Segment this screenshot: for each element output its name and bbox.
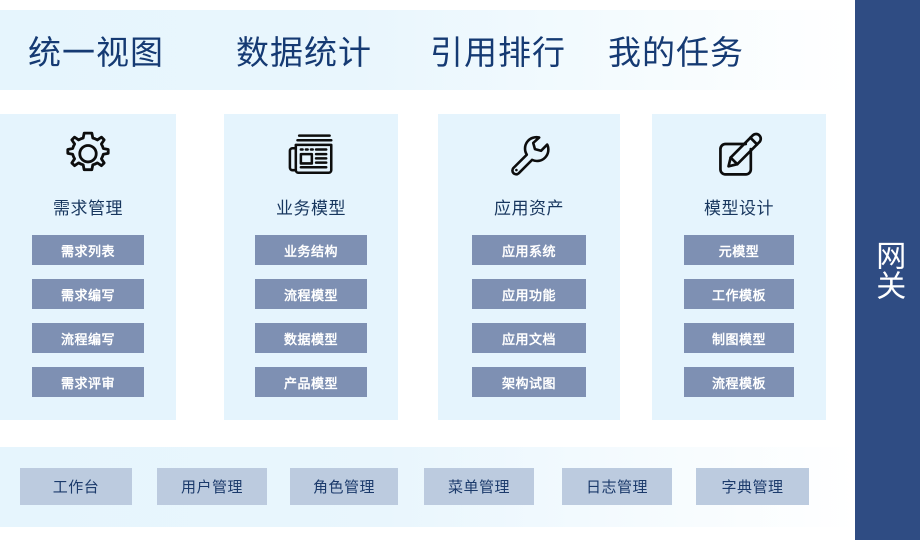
admin-button-user-management[interactable]: 用户管理 xyxy=(157,468,267,505)
admin-button-dictionary-management[interactable]: 字典管理 xyxy=(696,468,809,505)
admin-button-log-management[interactable]: 日志管理 xyxy=(562,468,672,505)
module-card-title: 业务模型 xyxy=(276,199,346,218)
module-button-work-template[interactable]: 工作模板 xyxy=(684,279,794,309)
module-card-title: 模型设计 xyxy=(704,199,774,218)
module-button-product-model[interactable]: 产品模型 xyxy=(255,367,367,397)
module-button-application-system[interactable]: 应用系统 xyxy=(472,235,586,265)
gateway-label: 网关 xyxy=(871,240,905,300)
module-button-process-authoring[interactable]: 流程编写 xyxy=(32,323,144,353)
module-button-requirement-authoring[interactable]: 需求编写 xyxy=(32,279,144,309)
admin-button-role-management[interactable]: 角色管理 xyxy=(290,468,398,505)
module-button-list: 应用系统 应用功能 应用文档 架构试图 xyxy=(472,235,586,397)
module-button-requirement-review[interactable]: 需求评审 xyxy=(32,367,144,397)
module-button-list: 需求列表 需求编写 流程编写 需求评审 xyxy=(32,235,144,397)
nav-item-my-tasks[interactable]: 我的任务 xyxy=(608,34,744,71)
module-button-list: 元模型 工作模板 制图模型 流程模板 xyxy=(684,235,794,397)
wrench-icon xyxy=(498,124,560,186)
module-button-drawing-model[interactable]: 制图模型 xyxy=(684,323,794,353)
module-button-requirement-list[interactable]: 需求列表 xyxy=(32,235,144,265)
module-card-application-assets[interactable]: 应用资产 应用系统 应用功能 应用文档 架构试图 xyxy=(438,114,620,420)
module-button-list: 业务结构 流程模型 数据模型 产品模型 xyxy=(255,235,367,397)
admin-button-menu-management[interactable]: 菜单管理 xyxy=(424,468,534,505)
module-card-business-model[interactable]: 业务模型 业务结构 流程模型 数据模型 产品模型 xyxy=(224,114,398,420)
module-button-business-structure[interactable]: 业务结构 xyxy=(255,235,367,265)
admin-toolbar: 工作台 用户管理 角色管理 菜单管理 日志管理 字典管理 xyxy=(0,447,855,527)
gateway-sidebar[interactable]: 网关 xyxy=(855,0,920,540)
newspaper-icon xyxy=(280,124,342,186)
module-card-title: 需求管理 xyxy=(53,199,123,218)
module-button-data-model[interactable]: 数据模型 xyxy=(255,323,367,353)
gear-icon xyxy=(57,124,119,186)
module-button-process-template[interactable]: 流程模板 xyxy=(684,367,794,397)
top-navigation-bar: 统一视图 数据统计 引用排行 我的任务 xyxy=(0,10,855,90)
module-card-grid: 需求管理 需求列表 需求编写 流程编写 需求评审 xyxy=(0,114,855,420)
nav-item-citation-ranking[interactable]: 引用排行 xyxy=(430,34,566,71)
nav-item-unified-view[interactable]: 统一视图 xyxy=(28,34,164,71)
module-button-meta-model[interactable]: 元模型 xyxy=(684,235,794,265)
module-card-requirement-management[interactable]: 需求管理 需求列表 需求编写 流程编写 需求评审 xyxy=(0,114,176,420)
edit-pencil-icon xyxy=(708,124,770,186)
module-button-architecture-view[interactable]: 架构试图 xyxy=(472,367,586,397)
module-card-title: 应用资产 xyxy=(494,199,564,218)
module-card-model-design[interactable]: 模型设计 元模型 工作模板 制图模型 流程模板 xyxy=(652,114,826,420)
nav-item-data-statistics[interactable]: 数据统计 xyxy=(236,34,372,71)
module-button-application-function[interactable]: 应用功能 xyxy=(472,279,586,309)
module-button-process-model[interactable]: 流程模型 xyxy=(255,279,367,309)
admin-button-workbench[interactable]: 工作台 xyxy=(20,468,132,505)
module-button-application-document[interactable]: 应用文档 xyxy=(472,323,586,353)
